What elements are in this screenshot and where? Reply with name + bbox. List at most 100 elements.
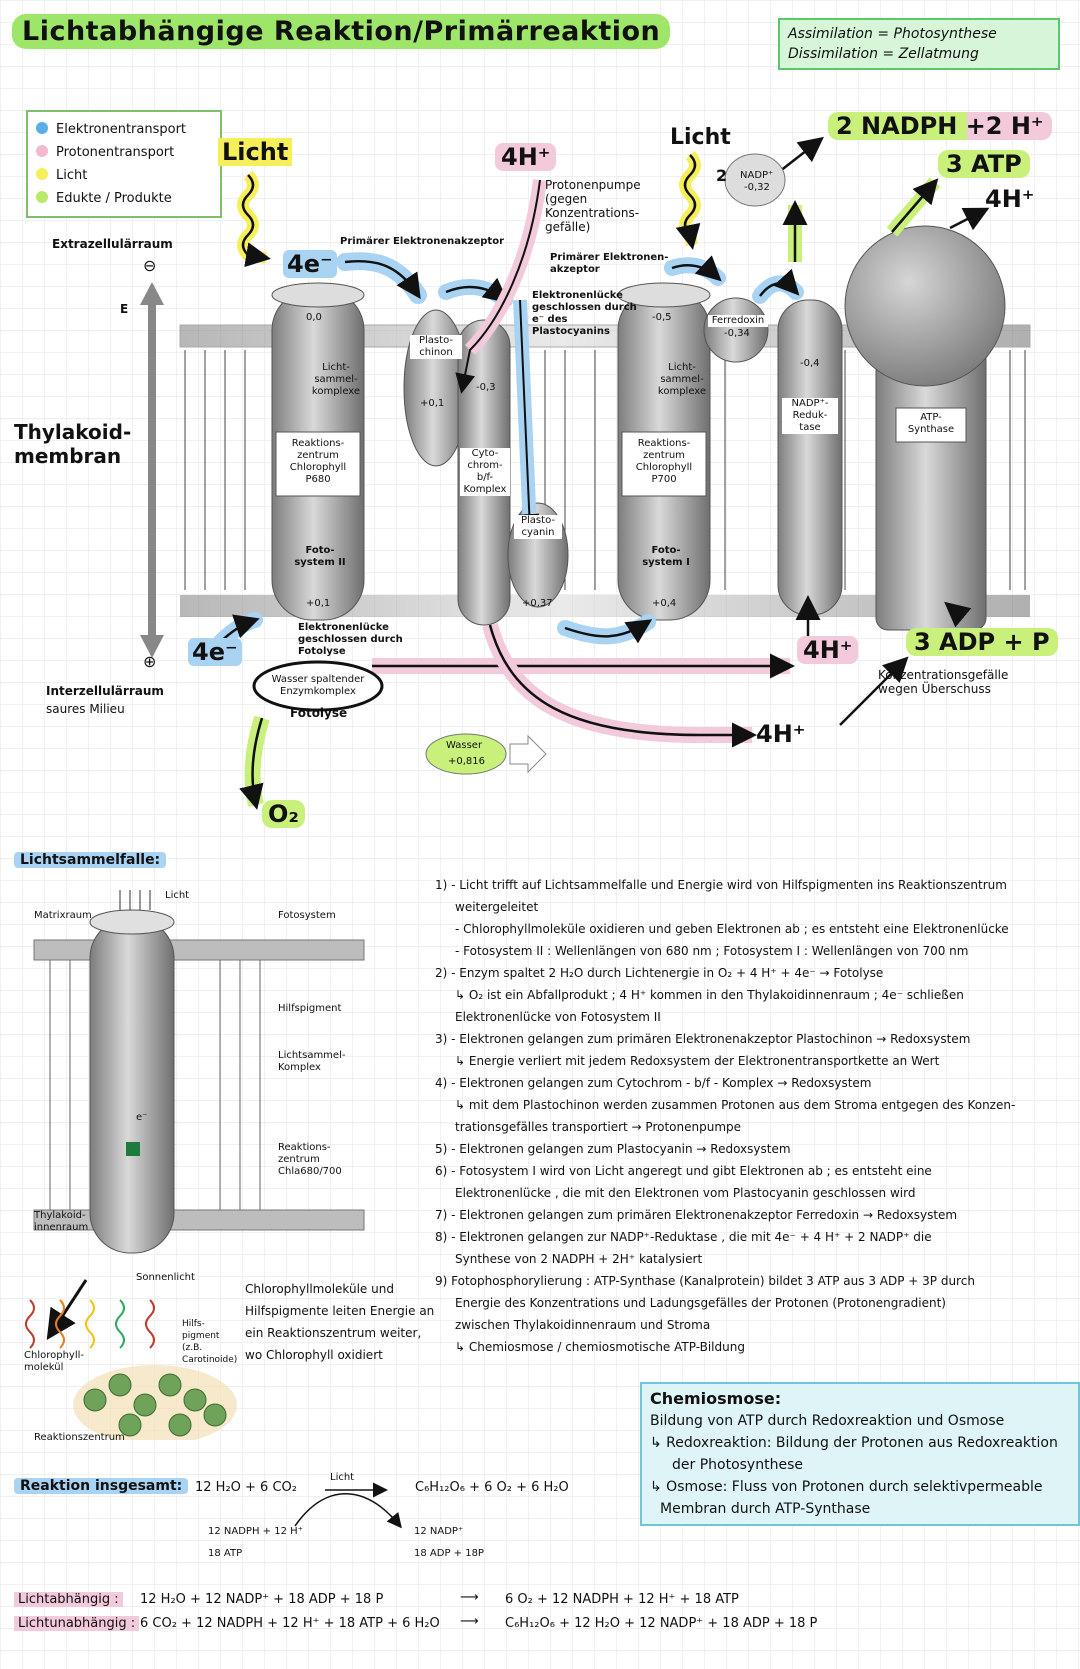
ps1-rc-label: Reaktions-zentrum Chlorophyll P700 (635, 438, 693, 485)
summary-right-light: 6 O₂ + 12 NADPH + 12 H⁺ + 18 ATP (505, 1592, 739, 1607)
membrane-label: Thylakoid-membran (14, 420, 132, 468)
summary-right-dark: C₆H₁₂O₆ + 12 H₂O + 12 NADP⁺ + 18 ADP + 1… (505, 1616, 818, 1631)
light-label-2: Licht (670, 125, 731, 150)
lsf-rc-label: Reaktions-zentrum Chla680/700 (278, 1142, 342, 1177)
lsf-aux-pigment-label: Hilfs-pigment (z.B. Carotinoide) (182, 1319, 238, 1365)
nadp-reductase-label: NADP⁺-Reduk-tase (782, 398, 838, 434)
lsf-electron-label: e⁻ (136, 1112, 148, 1123)
definition-dissimilation: Dissimilation = Zellatmung (788, 46, 979, 62)
reaction-heading: Reaktion insgesamt: (14, 1478, 189, 1494)
electrons-4-bottom-label: 4e⁻ (188, 638, 242, 666)
proton-pump-label: Protonenpumpe (gegen Konzentrations-gefä… (545, 178, 641, 234)
step-line: 1) - Licht trifft auf Lichtsammelfalle u… (435, 878, 1007, 892)
chemiosmose-line: der Photosynthese (672, 1457, 803, 1473)
lsf-inner-label: Thylakoid-innenraum (34, 1210, 89, 1233)
definition-box: Assimilation = Photosynthese Dissimilati… (778, 18, 1060, 70)
step-line: Energie des Konzentrations und Ladungsge… (455, 1296, 946, 1310)
light-label-1: Licht (218, 138, 293, 166)
step-line: Elektronenlücke , die mit den Elektronen… (455, 1186, 916, 1200)
nadp-box (724, 153, 786, 207)
protons-right-label: 4H⁺ (985, 185, 1035, 213)
reaction-right: C₆H₁₂O₆ + 6 O₂ + 6 H₂O (415, 1480, 569, 1495)
reaction-sub-2b: 18 ADP + 18P (414, 1548, 484, 1559)
ps2-rc-label: Reaktions-zentrum Chlorophyll P680 (289, 438, 347, 485)
plastochinon-value: +0,1 (420, 398, 445, 409)
nadp-count: 2 (716, 166, 728, 185)
water-label: Wasser (446, 740, 483, 751)
ps2-top-value: 0,0 (306, 312, 322, 323)
lsf-sun-label: Sonnenlicht (136, 1272, 195, 1283)
step-line: 5) - Elektronen gelangen zum Plastocyani… (435, 1142, 791, 1156)
plus-icon: ⊕ (143, 652, 157, 671)
primary-acceptor-2-label: Primärer Elektronen-akzeptor (550, 252, 669, 275)
nadph-label: 2 NADPH +2 H⁺ (828, 112, 1052, 140)
gap-note-2-label: Elektronenlücke geschlossen durch Fotoly… (298, 622, 403, 657)
summary-label-light: Lichtabhängig : (14, 1592, 123, 1607)
reaction-arrows (294, 1482, 402, 1529)
chemiosmose-line: ↳ Redoxreaktion: Bildung der Protonen au… (650, 1435, 1058, 1451)
water-splitting-label: Wasser spaltender Enzymkomplex (271, 674, 365, 697)
nadp-reductase (777, 299, 843, 616)
step-line: Synthese von 2 NADPH + 2H⁺ katalysiert (455, 1252, 703, 1266)
water-value: +0,816 (448, 756, 486, 767)
plastochinon-label: Plasto-chinon (410, 335, 462, 359)
light-wave-2 (675, 154, 701, 250)
ps2-bottom-value: +0,1 (306, 598, 331, 609)
chemiosmose-box: Chemiosmose: Bildung von ATP durch Redox… (640, 1382, 1080, 1526)
reaction-sub-1b: 18 ATP (208, 1548, 243, 1559)
lsf-note: Chlorophyllmoleküle und Hilfspigmente le… (245, 1282, 435, 1362)
step-line: 3) - Elektronen gelangen zum primären El… (435, 1032, 971, 1046)
summary-arrow-icon: ⟶ (460, 1590, 479, 1605)
adp-label: 3 ADP + P (906, 628, 1058, 656)
step-line: 9) Fotophosphorylierung : ATP-Synthase (… (435, 1274, 975, 1288)
step-line: 2) - Enzym spaltet 2 H₂O durch Lichtener… (435, 966, 884, 980)
oxygen-arrow (239, 717, 264, 810)
ps2-name-label: Foto-system II (294, 545, 346, 568)
lsf-hilfspigment-label: Hilfspigment (278, 1003, 342, 1014)
step-line: - Fotosystem II : Wellenlängen von 680 n… (455, 944, 969, 958)
step-line: ↳ mit dem Plastochinon werden zusammen P… (455, 1098, 1016, 1112)
summary-label-dark: Lichtunabhängig : (14, 1616, 140, 1631)
electrons-4-label: 4e⁻ (283, 250, 337, 278)
ps1-top-value: -0,5 (652, 312, 672, 323)
step-line: 7) - Elektronen gelangen zum primären El… (435, 1208, 958, 1222)
ps2-reaction-center (275, 431, 361, 497)
acidic-label: saures Milieu (46, 702, 125, 716)
chemiosmose-title: Chemiosmose: (650, 1389, 782, 1408)
ps1-reaction-center (621, 431, 707, 497)
ferredoxin-label: Ferredoxin (708, 315, 768, 327)
water-box (425, 733, 507, 775)
atp-synthase-head (844, 225, 1006, 387)
energy-axis-label: E (120, 302, 129, 316)
gap-note-label: Elektronenlücke geschlossen durch e⁻ des… (532, 290, 637, 337)
blue-dot-icon (36, 122, 48, 134)
chemiosmose-line: Bildung von ATP durch Redoxreaktion und … (650, 1413, 1005, 1429)
cytochrom-label: Cyto-chrom-b/f-Komplex (460, 448, 510, 496)
water-splitting-enzyme (252, 660, 384, 712)
lsf-chlorophyll-label: Chlorophyll-molekül (24, 1350, 84, 1373)
protons-bottom-label: 4H⁺ (756, 720, 806, 748)
page-title: Lichtabhängige Reaktion/Primärreaktion (12, 14, 671, 49)
steps-list: 1) - Licht trifft auf Lichtsammelfalle u… (435, 874, 1065, 1358)
plastocyanin-label: Plasto-cyanin (514, 515, 562, 539)
thylakoid-diagram (140, 136, 1031, 810)
nadp-reductase-value: -0,4 (800, 358, 820, 369)
summary-left-light: 12 H₂O + 12 NADP⁺ + 18 ADP + 18 P (140, 1592, 384, 1607)
cytochrom-value: -0,3 (476, 382, 496, 393)
reaction-light: Licht (330, 1472, 355, 1483)
lsf-fotosystem-label: Fotosystem (278, 910, 336, 921)
atp-synthase-label: ATP-Synthase (907, 412, 955, 435)
reaction-sub-2a: 12 NADP⁺ (414, 1526, 464, 1537)
legend-item: Elektronentransport (36, 118, 212, 141)
atp-label: 3 ATP (938, 150, 1030, 178)
legend: Elektronentransport Protonentransport Li… (26, 110, 222, 218)
chemiosmose-line: Membran durch ATP-Synthase (660, 1501, 871, 1517)
primary-acceptor-1-label: Primärer Elektronenakzeptor (340, 236, 505, 247)
step-line: ↳ Chemiosmose / chemiosmotische ATP-Bild… (455, 1340, 745, 1354)
nadp-box-label: NADP⁺ (740, 170, 774, 181)
gradient-label: Konzentrationsgefälle wegen Überschuss (878, 668, 1009, 696)
chemiosmose-line: ↳ Osmose: Fluss von Protonen durch selek… (650, 1479, 1043, 1495)
lichtsammelfalle-illustration (25, 890, 365, 1440)
proton-pump-arrow (455, 179, 541, 394)
green-dot-icon (36, 191, 48, 203)
